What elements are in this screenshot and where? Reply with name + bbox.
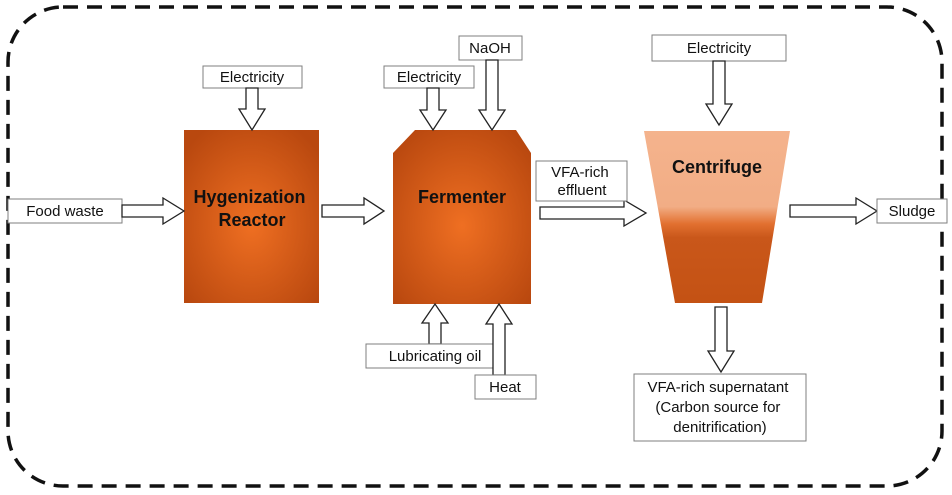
hygenization-reactor	[184, 130, 319, 303]
reactor-to-fermenter-arrow	[321, 196, 386, 226]
fermenter	[393, 130, 531, 304]
electricity-label-2: Electricity	[397, 69, 462, 86]
sludge-label: Sludge	[889, 203, 936, 220]
vfa-effluent-line-1: VFA-rich	[551, 164, 609, 181]
electricity-label-3: Electricity	[687, 40, 752, 57]
fermenter-to-centrifuge-arrow	[539, 198, 648, 228]
food-waste-box	[7, 198, 123, 224]
supernatant-arrow	[706, 306, 736, 374]
electricity-arrow-3	[704, 60, 734, 127]
naoh-arrow	[477, 59, 507, 132]
hygenization-reactor-label: Hygenization Reactor	[193, 187, 310, 230]
supernatant-box	[633, 373, 807, 442]
lubricating-oil-label: Lubricating oil	[389, 348, 482, 365]
fermenter-label: Fermenter	[418, 187, 506, 207]
heat-box	[474, 374, 537, 400]
vfa-effluent-box	[535, 160, 628, 202]
electricity-label-1: Electricity	[220, 69, 285, 86]
supernatant-line-3: denitrification)	[673, 419, 766, 436]
lubricating-oil-arrow	[420, 302, 450, 345]
supernatant-line-2: (Carbon source for	[655, 399, 780, 416]
centrifuge	[644, 131, 790, 303]
vfa-effluent-label: VFA-rich effluent	[551, 164, 613, 199]
supernatant-label: VFA-rich supernatant (Carbon source for …	[647, 379, 792, 436]
vfa-effluent-line-2: effluent	[558, 182, 608, 199]
hygenization-label-line-1: Hygenization	[193, 187, 305, 207]
naoh-box	[458, 35, 523, 61]
hygenization-label-line-2: Reactor	[218, 210, 285, 230]
system-boundary	[6, 5, 944, 488]
centrifuge-label: Centrifuge	[672, 157, 762, 177]
naoh-label: NaOH	[469, 40, 511, 57]
supernatant-line-1: VFA-rich supernatant	[647, 379, 789, 396]
food-waste-arrow	[121, 196, 186, 226]
lubricating-oil-box	[365, 343, 505, 369]
heat-label: Heat	[489, 379, 522, 396]
electricity-arrow-2	[418, 87, 448, 132]
heat-arrow	[484, 302, 514, 376]
sludge-box	[876, 198, 948, 224]
food-waste-label: Food waste	[26, 203, 104, 220]
electricity-arrow-1	[237, 87, 267, 132]
electricity-box-3	[651, 34, 787, 62]
centrifuge-to-sludge-arrow	[789, 196, 879, 226]
